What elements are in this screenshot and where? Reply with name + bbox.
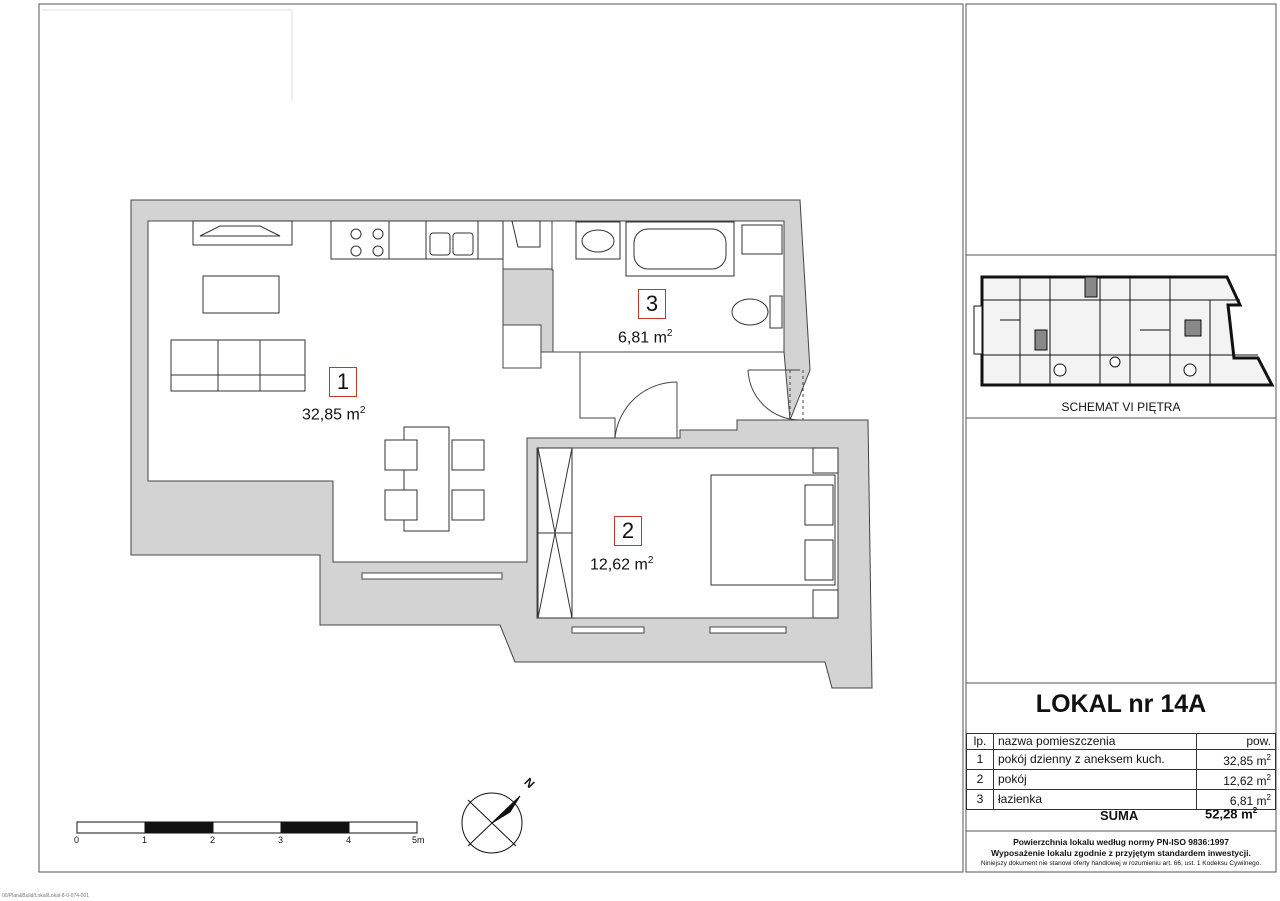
room-3-area: 6,81 m2	[618, 328, 673, 347]
sofa	[170, 339, 306, 392]
scale-label-0: 0	[74, 835, 80, 845]
scale-label-4: 4	[346, 835, 352, 845]
note-norm: Powierzchnia lokalu według normy PN-ISO …	[1013, 837, 1229, 847]
note-disclaimer: Niniejszy dokument nie stanowi oferty ha…	[980, 860, 1262, 867]
scale-label-2: 2	[210, 835, 216, 845]
scale-label-1: 1	[142, 835, 148, 845]
note-equipment: Wyposażenie lokalu zgodnie z przyjętym s…	[991, 848, 1251, 858]
corridor-floor	[579, 351, 791, 439]
col-lp: lp.	[966, 733, 994, 750]
sum-value: 52,28 m2	[1205, 806, 1258, 822]
room-2-number: 2	[614, 516, 642, 546]
furniture-bath	[511, 220, 783, 329]
table-row: 2 pokój 12,62 m2	[966, 769, 1276, 790]
compass-icon	[461, 792, 523, 854]
col-name: nazwa pomieszczenia	[993, 733, 1197, 750]
coffee-table	[202, 275, 280, 314]
plan-frame	[38, 3, 964, 873]
toilet	[731, 298, 769, 326]
room-1-area: 32,85 m2	[302, 405, 366, 424]
schema-label: SCHEMAT VI PIĘTRA	[1061, 400, 1181, 414]
unit-title: LOKAL nr 14A	[1035, 690, 1207, 718]
room-2-area: 12,62 m2	[590, 555, 654, 574]
furniture-bedroom	[537, 447, 839, 619]
floor-schema	[973, 275, 1275, 387]
scale-bar	[76, 821, 418, 834]
table-header: lp. nazwa pomieszczenia pow.	[966, 733, 1276, 750]
scale-label-5: 5m	[412, 835, 425, 845]
room-3-number: 3	[638, 289, 666, 319]
fridge	[502, 324, 542, 369]
table-row: 1 pokój dzienny z aneksem kuch. 32,85 m2	[966, 749, 1276, 770]
scale-label-3: 3	[278, 835, 284, 845]
table-row: 3 łazienka 6,81 m2	[966, 789, 1276, 810]
windows	[361, 572, 787, 634]
furniture-living	[170, 220, 504, 532]
col-pow: pow.	[1196, 733, 1276, 750]
doors	[614, 369, 804, 439]
sum-label: SUMA	[1100, 808, 1139, 823]
room-table: lp. nazwa pomieszczenia pow. 1 pokój dzi…	[966, 733, 1276, 810]
info-frame	[965, 3, 1277, 873]
room-1-number: 1	[329, 367, 357, 397]
footer-code: 00/Plan&Build/Lokal/Lokal-8-0-074-001	[2, 893, 90, 899]
apartment-walls	[130, 199, 873, 689]
